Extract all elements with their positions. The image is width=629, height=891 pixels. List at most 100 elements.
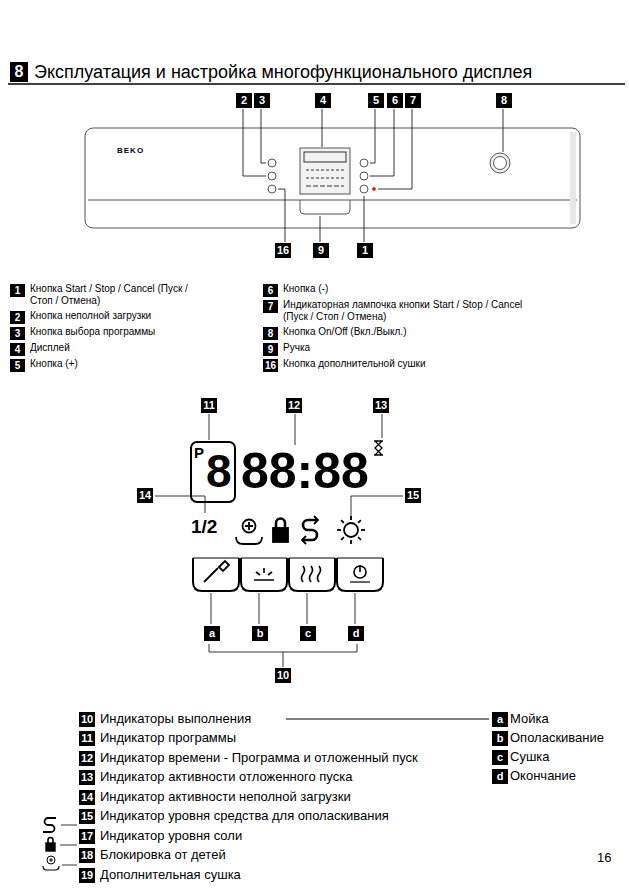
- list-text: Индикатор программы: [100, 730, 236, 745]
- legend-text: Кнопка дополнительной сушки: [283, 358, 583, 370]
- callout-number: 13: [373, 398, 389, 413]
- drawing-line: [295, 414, 296, 445]
- drawing-g: [236, 516, 365, 544]
- drawing-line: [306, 170, 344, 171]
- callout-number: 14: [79, 790, 95, 805]
- callout-number: 3: [254, 93, 270, 108]
- drawing-path: [302, 566, 321, 582]
- drawing-polyline: [209, 644, 357, 652]
- list-text: Ополаскивание: [510, 730, 604, 745]
- legend-text: Кнопка Start / Stop / Cancel (Пуск / Сто…: [30, 283, 200, 307]
- drawing-line: [88, 200, 577, 201]
- list-text: Мойка: [510, 711, 549, 726]
- list-text: Сушка: [510, 749, 550, 764]
- callout-number: 13: [79, 770, 95, 785]
- drawing-path: [193, 558, 239, 591]
- callout-number: 9: [313, 243, 329, 258]
- drawing-path: [245, 522, 253, 530]
- drawing-rect: [273, 528, 288, 542]
- drawing-path: [193, 558, 383, 559]
- drawing-circle: [360, 159, 368, 167]
- callout-number: 12: [79, 751, 95, 766]
- legend-number: 9: [263, 343, 278, 356]
- drawing-path: [350, 581, 370, 582]
- legend-number: 6: [263, 284, 278, 297]
- legend-text: Кнопка неполной загрузки: [30, 310, 250, 322]
- drawing-circle: [372, 187, 376, 191]
- page-title: Эксплуатация и настройка многофункционал…: [34, 62, 532, 82]
- callout-number: 7: [405, 93, 421, 108]
- callout-number: 2: [236, 93, 252, 108]
- drawing-rect: [570, 132, 576, 224]
- drawing-line: [350, 540, 352, 544]
- drawing-line: [341, 537, 344, 540]
- drawing-polyline: [370, 109, 375, 163]
- drawing-line: [307, 593, 308, 624]
- drawing-polyline: [378, 109, 412, 189]
- page-number: 16: [597, 851, 611, 866]
- legend-text: Индикаторная лампочка кнопки Start / Sto…: [283, 299, 533, 323]
- display-drawing: [191, 441, 383, 591]
- drawing-circle: [344, 523, 358, 537]
- drawing-rect: [191, 442, 235, 502]
- drawing-line: [209, 414, 210, 440]
- drawing-path: [359, 565, 361, 572]
- callout-number: 15: [405, 488, 421, 503]
- drawing-rect: [304, 152, 346, 162]
- drawing-line: [211, 593, 212, 624]
- callout-number: 17: [79, 829, 95, 844]
- callout-number: 18: [79, 848, 95, 863]
- callout-letter: b: [252, 626, 268, 641]
- legend-number: 4: [10, 343, 25, 356]
- display-symbol: 1/2: [191, 516, 217, 538]
- callout-number: 15: [79, 809, 95, 824]
- drawing-polyline: [278, 189, 285, 242]
- list-symbols: [43, 818, 77, 870]
- drawing-line: [62, 865, 77, 866]
- drawing-circle: [494, 157, 507, 170]
- title-rule: [8, 83, 625, 85]
- drawing-circle: [490, 153, 510, 173]
- drawing-path: [236, 537, 262, 544]
- drawing-circle: [360, 172, 368, 180]
- drawing-line: [322, 109, 323, 147]
- callout-number: 11: [201, 398, 217, 413]
- list-text: Индикатор уровня соли: [100, 828, 242, 843]
- callout-number: 14: [137, 488, 153, 503]
- legend-number: 8: [263, 327, 278, 340]
- drawing-circle: [47, 856, 55, 864]
- list-text: Индикатор уровня средства для ополаскива…: [100, 808, 389, 823]
- drawing-line: [355, 593, 356, 624]
- drawing-rect: [300, 148, 350, 194]
- callout-number: 5: [368, 93, 384, 108]
- callout-number: 11: [79, 731, 95, 746]
- drawing-path: [302, 516, 318, 544]
- legend-number: 1: [10, 284, 25, 297]
- list-text: Блокировка от детей: [100, 847, 226, 862]
- drawing-line: [337, 529, 341, 531]
- legend-text: Кнопка выбора программы: [30, 326, 250, 338]
- drawing-path: [48, 838, 53, 844]
- drawing-polyline: [370, 109, 394, 176]
- list-text: Индикатор активности отложенного пуска: [100, 769, 352, 784]
- drawing-path: [241, 558, 287, 591]
- callout-number: 1: [357, 243, 373, 258]
- legend-number: 7: [263, 300, 278, 313]
- list-text: Окончание: [510, 768, 576, 783]
- section-number: 8: [10, 62, 28, 82]
- drawing-circle: [243, 520, 256, 533]
- drawing-circle: [268, 185, 276, 193]
- legend-text: Кнопка On/Off (Вкл./Выкл.): [283, 326, 583, 338]
- drawing-line: [61, 825, 77, 826]
- leader-lines: [243, 109, 503, 242]
- callout-number: 10: [275, 668, 291, 683]
- drawing-line: [283, 652, 284, 667]
- list-text: Дополнительная сушка: [100, 867, 241, 882]
- list-text: Индикаторы выполнения: [100, 711, 251, 726]
- drawing-rect: [85, 128, 580, 228]
- drawing-polyline: [243, 109, 266, 176]
- callout-letter: a: [204, 626, 220, 641]
- drawing-line: [382, 414, 383, 438]
- drawing-line: [341, 520, 344, 523]
